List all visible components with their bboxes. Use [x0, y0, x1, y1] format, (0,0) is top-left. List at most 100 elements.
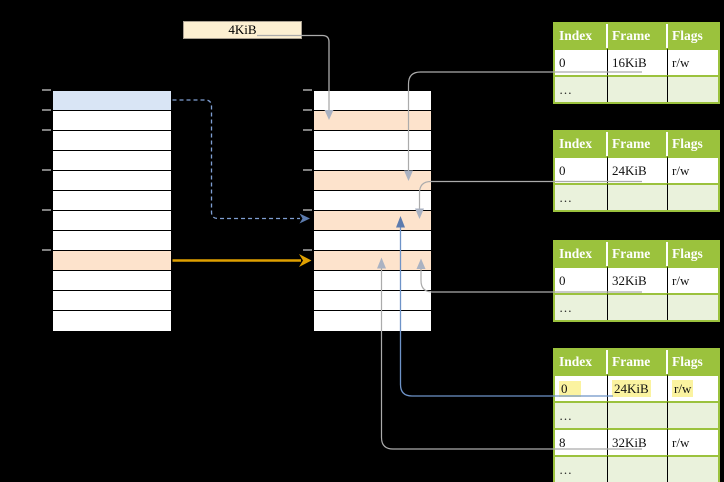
arrowhead-right [299, 213, 310, 224]
cell-frame: 24KiB [608, 374, 668, 401]
cell-flags [668, 401, 718, 428]
cell-flags: r/w [668, 374, 718, 401]
highlighted-value: 24KiB [612, 379, 651, 397]
memory-row-orange [314, 251, 431, 271]
memory-row [314, 231, 431, 251]
table-row: 0 32KiB r/w [555, 266, 718, 293]
memory-row [53, 111, 171, 131]
cell-frame [608, 293, 668, 320]
tick-mark [303, 169, 312, 171]
memory-row-orange [314, 211, 431, 231]
memory-row [53, 231, 171, 251]
memory-row [314, 151, 431, 171]
highlighted-value: 0 [559, 380, 581, 397]
memory-row [314, 131, 431, 151]
tick-mark [303, 129, 312, 131]
tick-mark [303, 209, 312, 211]
col-header-frame: Frame [608, 24, 668, 48]
memory-row-orange [314, 171, 431, 191]
cell-frame [608, 75, 668, 102]
col-header-frame: Frame [608, 242, 668, 266]
table-row-ellipsis: … [555, 293, 718, 320]
tick-mark [42, 209, 51, 211]
memory-row [314, 271, 431, 291]
table-row: 0 16KiB r/w [555, 48, 718, 75]
cell-frame [608, 455, 668, 482]
cell-index: … [555, 183, 608, 210]
table-row-ellipsis: … [555, 455, 718, 482]
cell-flags [668, 455, 718, 482]
table-row: 0 24KiB r/w [555, 156, 718, 183]
cell-frame [608, 401, 668, 428]
table-header-row: Index Frame Flags [555, 242, 718, 266]
col-header-flags: Flags [668, 24, 718, 48]
cell-frame: 32KiB [608, 428, 668, 455]
table-row-ellipsis: … [555, 183, 718, 210]
cell-index: … [555, 75, 608, 102]
cell-flags [668, 183, 718, 210]
cell-index: … [555, 455, 608, 482]
page-table-3: Index Frame Flags 0 32KiB r/w … [553, 240, 720, 322]
cell-index: 8 [555, 428, 608, 455]
cell-flags [668, 293, 718, 320]
cell-index: … [555, 401, 608, 428]
cell-frame: 16KiB [608, 48, 668, 75]
middle-memory-column [313, 90, 432, 332]
memory-row [53, 191, 171, 211]
col-header-flags: Flags [668, 132, 718, 156]
memory-row [53, 211, 171, 231]
page-size-label-box: 4KiB [183, 21, 302, 39]
arrowhead-right [299, 254, 312, 267]
cell-index: 0 [555, 48, 608, 75]
tick-mark [42, 129, 51, 131]
table-header-row: Index Frame Flags [555, 132, 718, 156]
cell-frame [608, 183, 668, 210]
memory-row [314, 291, 431, 311]
col-header-index: Index [555, 242, 608, 266]
tick-mark [42, 109, 51, 111]
tick-mark [303, 249, 312, 251]
tick-mark [42, 89, 51, 91]
table-row-highlighted: 0 24KiB r/w [555, 374, 718, 401]
memory-row [314, 311, 431, 331]
memory-row-blue [53, 91, 171, 111]
cell-flags: r/w [668, 48, 718, 75]
memory-row [314, 91, 431, 111]
col-header-flags: Flags [668, 350, 718, 374]
table-row-ellipsis: … [555, 401, 718, 428]
memory-row [53, 151, 171, 171]
memory-row [53, 171, 171, 191]
left-memory-column [52, 90, 172, 332]
page-table-4: Index Frame Flags 0 24KiB r/w … 8 32KiB … [553, 348, 720, 482]
cell-index: 0 [555, 266, 608, 293]
memory-row-orange [314, 111, 431, 131]
page-table-2: Index Frame Flags 0 24KiB r/w … [553, 130, 720, 212]
col-header-flags: Flags [668, 242, 718, 266]
col-header-index: Index [555, 350, 608, 374]
memory-row [53, 271, 171, 291]
page-table-1: Index Frame Flags 0 16KiB r/w … [553, 22, 720, 104]
cell-index: 0 [555, 156, 608, 183]
col-header-frame: Frame [608, 132, 668, 156]
arrow-dashed-left-row1-to-middle-row7 [172, 99, 300, 220]
page-size-label: 4KiB [228, 22, 257, 37]
tick-mark [303, 109, 312, 111]
cell-frame: 24KiB [608, 156, 668, 183]
table-header-row: Index Frame Flags [555, 350, 718, 374]
table-header-row: Index Frame Flags [555, 24, 718, 48]
col-header-index: Index [555, 24, 608, 48]
memory-row [53, 311, 171, 331]
tick-mark [42, 169, 51, 171]
cell-frame: 32KiB [608, 266, 668, 293]
cell-flags [668, 75, 718, 102]
highlighted-value: r/w [672, 379, 694, 397]
tick-mark [303, 89, 312, 91]
memory-row [53, 291, 171, 311]
memory-row [314, 191, 431, 211]
col-header-index: Index [555, 132, 608, 156]
cell-flags: r/w [668, 156, 718, 183]
table-row: 8 32KiB r/w [555, 428, 718, 455]
cell-flags: r/w [668, 428, 718, 455]
tick-mark [42, 249, 51, 251]
